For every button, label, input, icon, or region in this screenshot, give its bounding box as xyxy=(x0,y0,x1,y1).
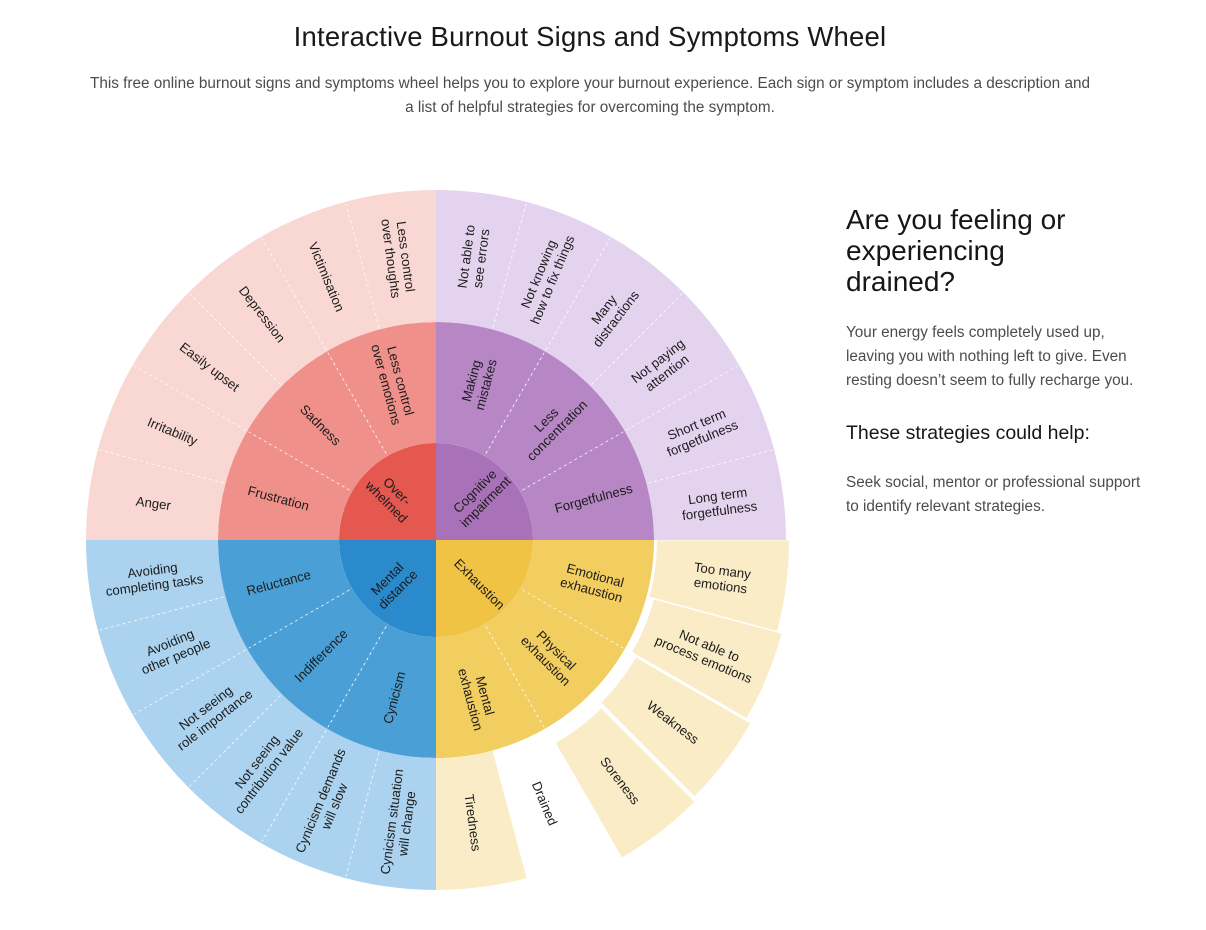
wedge-many-distractions[interactable] xyxy=(545,236,684,386)
wedge-not-seeing-contribution-value[interactable] xyxy=(188,694,327,844)
page-subtitle: This free online burnout signs and sympt… xyxy=(90,75,1090,116)
separator-line xyxy=(522,431,624,491)
wedge-indifference[interactable] xyxy=(247,588,388,729)
wedge-emotional-exhaustion[interactable] xyxy=(520,540,654,649)
wedge-overwhelmed[interactable] xyxy=(339,443,436,540)
wedge-cynicism-situation-will-change[interactable] xyxy=(345,750,436,890)
separator-line xyxy=(248,589,350,649)
info-description: Your energy feels completely used up, le… xyxy=(846,324,1134,389)
wedge-cynicism[interactable] xyxy=(327,624,436,758)
strategies-text: Seek social, mentor or professional supp… xyxy=(846,474,1141,515)
label-anger: Anger xyxy=(135,494,172,514)
wedge-victimisation[interactable] xyxy=(261,201,380,352)
wedge-less-control-over-thoughts[interactable] xyxy=(345,190,436,330)
wedge-easily-upset[interactable] xyxy=(132,292,282,431)
strategies-heading: These strategies could help: xyxy=(846,422,1090,444)
wedge-anger[interactable] xyxy=(86,449,226,540)
wedge-cognitive-impairment[interactable] xyxy=(436,443,533,540)
wedge-avoiding-other-people[interactable] xyxy=(97,596,248,715)
wedge-reluctance[interactable] xyxy=(218,540,352,649)
wedge-less-control-over-emotions[interactable] xyxy=(327,322,436,456)
wedge-mental-exhaustion[interactable] xyxy=(436,624,545,758)
wedge-less-concentration[interactable] xyxy=(484,351,625,492)
wedge-not-knowing-how-to-fix-things[interactable] xyxy=(492,201,611,352)
wedge-forgetfulness[interactable] xyxy=(520,431,654,540)
wedge-not-able-to-see-errors[interactable] xyxy=(436,190,527,330)
separator-line xyxy=(522,589,624,649)
info-panel: Are you feeling or experiencing drained?… xyxy=(846,204,1164,547)
separator-line xyxy=(485,352,545,454)
wedge-cynicism-demands-will-slow[interactable] xyxy=(261,728,380,879)
wedge-frustration[interactable] xyxy=(218,431,352,540)
wedge-short-term-forgetfulness[interactable] xyxy=(624,365,775,484)
separator-line xyxy=(327,626,387,728)
wedge-making-mistakes[interactable] xyxy=(436,322,545,456)
wedge-soreness[interactable] xyxy=(555,708,695,858)
info-heading: Are you feeling or experiencing drained? xyxy=(846,204,1066,297)
wedge-depression[interactable] xyxy=(188,236,327,386)
wedge-sadness[interactable] xyxy=(247,351,388,492)
wedge-not-paying-attention[interactable] xyxy=(590,292,740,431)
wedge-mental-distance[interactable] xyxy=(339,540,436,637)
wedge-weakness[interactable] xyxy=(601,657,751,797)
wedge-long-term-forgetfulness[interactable] xyxy=(646,449,786,540)
label-too-many-emotions: Too manyemotions xyxy=(691,559,752,596)
burnout-wheel-svg: Over-whelmedFrustrationAngerIrritability… xyxy=(86,190,789,890)
page-title: Interactive Burnout Signs and Symptoms W… xyxy=(293,21,887,52)
separator-line xyxy=(485,626,545,728)
wedge-exhaustion[interactable] xyxy=(436,540,533,637)
label-tiredness: Tiredness xyxy=(462,793,484,852)
separator-line xyxy=(248,431,350,491)
separator-line xyxy=(327,352,387,454)
wedge-not-seeing-role-importance[interactable] xyxy=(132,649,282,788)
wedge-not-able-to-process-emotions[interactable] xyxy=(632,599,782,719)
wedge-drained[interactable] xyxy=(492,728,611,879)
wedge-avoiding-completing-tasks[interactable] xyxy=(86,540,226,631)
wedge-physical-exhaustion[interactable] xyxy=(484,588,625,729)
wedge-tiredness[interactable] xyxy=(436,750,527,890)
wedge-too-many-emotions[interactable] xyxy=(649,540,789,631)
wedge-irritability[interactable] xyxy=(97,365,248,484)
